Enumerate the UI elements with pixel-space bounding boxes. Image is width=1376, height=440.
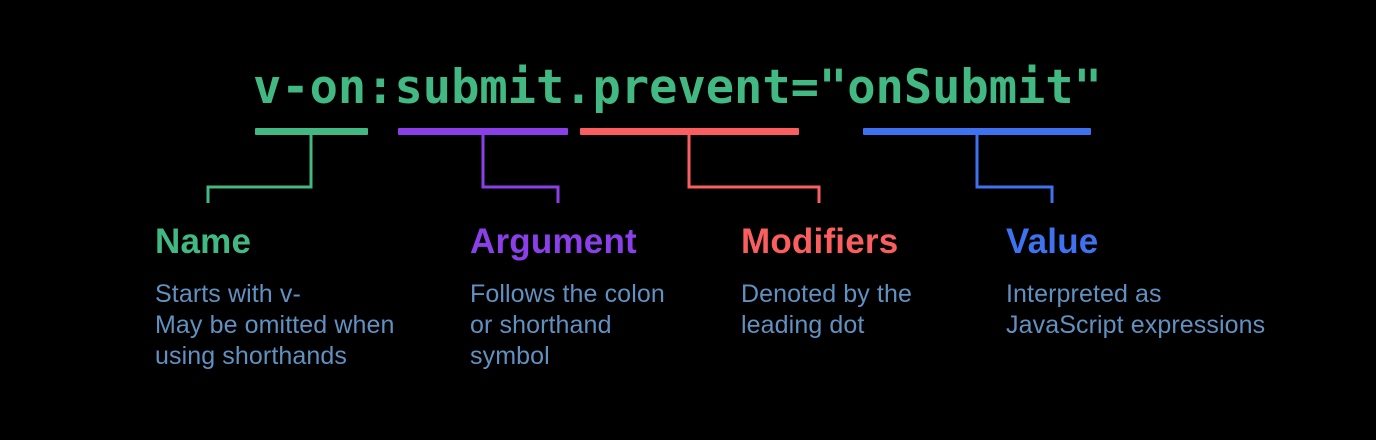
value-underline-bar — [863, 128, 1091, 135]
code-snippet: v-on:submit.prevent="onSubmit" — [253, 60, 1102, 115]
modifiers-label: Modifiers — [741, 222, 899, 261]
modifiers-underline-bar — [580, 128, 799, 135]
value-label: Value — [1006, 222, 1099, 261]
modifiers-connector-line — [687, 135, 821, 203]
description-line: Follows the colon — [470, 280, 665, 308]
description-line: Denoted by the — [741, 280, 912, 308]
modifiers-description: Denoted by the leading dot — [741, 279, 912, 341]
description-line: symbol — [470, 342, 550, 370]
description-line: or shorthand — [470, 311, 612, 339]
description-line: Starts with v- — [155, 280, 301, 308]
description-line: using shorthands — [155, 342, 348, 370]
name-underline-bar — [255, 128, 368, 135]
argument-label: Argument — [470, 222, 637, 261]
argument-connector-line — [481, 135, 560, 203]
value-description: Interpreted as JavaScript expressions — [1006, 279, 1265, 341]
argument-description: Follows the colon or shorthand symbol — [470, 279, 665, 372]
value-connector-line — [975, 135, 1054, 203]
name-label: Name — [155, 222, 252, 261]
description-line: May be omitted when — [155, 311, 395, 339]
name-connector-line — [206, 135, 313, 203]
argument-underline-bar — [398, 128, 568, 135]
description-line: JavaScript expressions — [1006, 311, 1266, 339]
name-description: Starts with v- May be omitted when using… — [155, 279, 395, 372]
description-line: Interpreted as — [1006, 280, 1162, 308]
description-line: leading dot — [741, 311, 865, 339]
